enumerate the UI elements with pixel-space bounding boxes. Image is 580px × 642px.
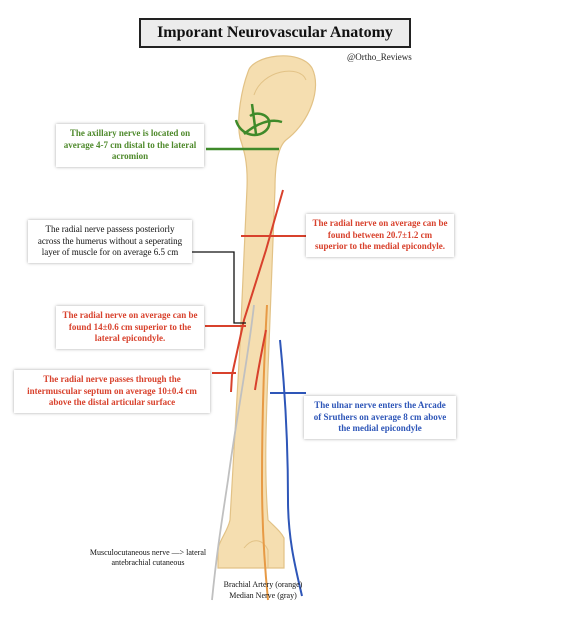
median-nerve-label: Median Nerve (gray) (229, 591, 297, 600)
radial-medial-annotation: The radial nerve on average can be found… (306, 214, 454, 257)
radial-nerve (205, 189, 306, 393)
brachial-artery (260, 304, 269, 601)
proximal-shading (253, 70, 307, 96)
radial-nerve-course (230, 189, 284, 393)
axillary-annotation: The axillary nerve is located on average… (56, 124, 204, 167)
radial-posterior-annotation: The radial nerve passess posteriorly acr… (28, 220, 192, 263)
diagram-title: Imporant Neurovascular Anatomy (139, 18, 411, 48)
ulnar-nerve (270, 339, 306, 597)
musculocutaneous-label: Musculocutaneous nerve —> lateral antebr… (89, 548, 207, 567)
radial-nerve-branch (254, 329, 267, 391)
axillary-nerve (206, 103, 283, 151)
author-handle: @Ortho_Reviews (347, 52, 412, 62)
distal-condyle-ridge (243, 540, 269, 568)
posterior-course-bracket (189, 251, 246, 324)
radial-septum-annotation: The radial nerve passes through the inte… (14, 370, 210, 413)
brachial-artery-label: Brachial Artery (orange) (223, 580, 303, 589)
ulnar-annotation: The ulnar nerve enters the Arcade of Sru… (304, 396, 456, 439)
radial-lateral-annotation: The radial nerve on average can be found… (56, 306, 204, 349)
median-nerve (211, 304, 255, 601)
